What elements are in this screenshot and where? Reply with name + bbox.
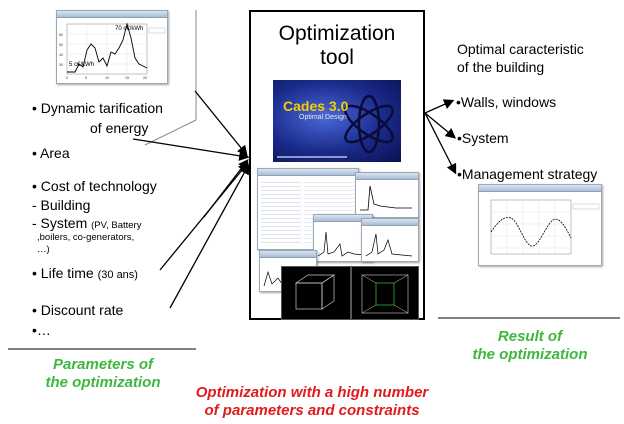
cades-splash: Cades 3.0 Optimal Design [273,80,401,162]
x-tick: 20 [143,76,147,80]
param-life-time-detail: (30 ans) [97,269,138,281]
window-titlebar [57,11,167,18]
management-strategy-chart [490,199,600,255]
param-system: - System (PV, Battery [32,215,141,234]
x-tick: 0 [66,76,68,80]
management-strategy-chart-window [478,184,602,266]
x-tick: 10 [105,76,109,80]
software-screenshots-collage [257,168,421,320]
tool-title: Optimization tool [251,22,423,70]
window-titlebar [479,185,601,192]
bullet-dot: • [32,302,41,318]
chart-label-high: 70 c€/kWh [115,26,143,32]
param-text: Life time [40,265,94,281]
results-heading: Optimal caracteristic of the building [457,40,584,76]
chart-label-low: 5 c€/kWh [69,62,94,68]
tool-title-line2: tool [320,46,354,69]
tarification-chart-window: 60 50 40 30 0 5 10 15 20 70 c€/kWh 5 c€/… [56,10,168,84]
optimization-tool-box: Optimization tool Cades 3.0 Optimal Desi… [249,10,425,320]
results-heading-line1: Optimal caracteristic [457,41,584,57]
results-caption: Result of the optimization [440,328,620,364]
param-text: Discount rate [40,302,124,318]
param-text: - System [32,215,88,231]
param-system-detail-2: ,boilers, co-generators, [37,232,135,243]
bullet-dot: • [32,265,41,281]
param-building: - Building [32,197,91,213]
parameters-caption: Parameters of the optimization [8,356,198,392]
atom-logo [344,94,394,154]
y-tick: 50 [59,43,63,47]
param-cost-of-technology: • Cost of technology [32,178,157,195]
tool-title-line1: Optimization [278,22,396,45]
bullet-dot: • [32,178,41,194]
param-dynamic-tarification-cont: of energy [90,120,149,136]
param-system-detail-3: …) [37,244,50,255]
param-text: Dynamic tarification [40,100,163,116]
param-system-detail: (PV, Battery [91,220,142,231]
splash-footer-strip [277,156,347,158]
splash-title: Cades 3.0 [283,98,349,114]
y-tick: 30 [59,63,63,67]
param-dynamic-tarification: • Dynamic tarification [32,100,242,117]
result-item-walls: •Walls, windows [456,94,557,110]
screenshot-plot-3 [361,218,419,262]
param-text: … [36,322,51,338]
x-tick: 15 [125,76,129,80]
param-discount-rate: • Discount rate [32,302,123,319]
splash-subtitle: Optimal Design [299,114,347,121]
bullet-dot: • [32,145,41,161]
screenshot-plot-1 [355,172,419,218]
result-item-system: •System [457,130,509,146]
param-ellipsis: •… [32,322,51,339]
results-caption-line1: Result of [497,328,563,345]
tarification-chart: 60 50 40 30 0 5 10 15 20 70 c€/kWh 5 c€/… [59,22,166,80]
x-tick: 5 [85,76,87,80]
result-item-management: •Management strategy [457,166,598,182]
screenshot-3d-view-2 [351,266,419,320]
parameters-caption-line2: the optimization [45,374,161,391]
bullet-dot: • [32,100,41,116]
screenshot-3d-view-1 [281,266,351,320]
y-tick: 40 [59,53,63,57]
parameters-caption-line1: Parameters of [52,356,154,373]
bottom-caption-line1: Optimization with a high number [195,384,429,401]
results-heading-line2: of the building [457,59,545,75]
results-caption-line2: the optimization [472,346,588,363]
bottom-caption-line2: of parameters and constraints [204,402,420,419]
param-text: Area [40,145,70,161]
bullet-dot: • [32,322,37,338]
bottom-caption: Optimization with a high number of param… [150,384,474,420]
param-area: • Area [32,145,70,162]
y-tick: 60 [59,33,63,37]
screenshot-plot-2 [313,214,373,262]
param-life-time: • Life time (30 ans) [32,265,138,284]
param-text: Cost of technology [40,178,157,194]
